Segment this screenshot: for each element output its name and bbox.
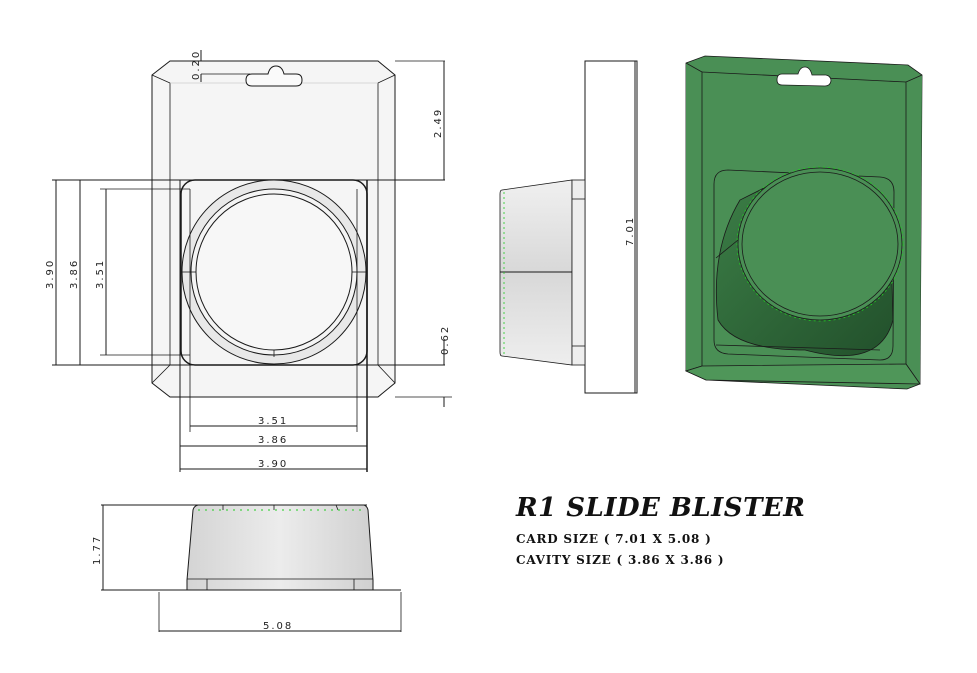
dim-3-90-horizontal: 3.90 [258, 459, 288, 470]
dim-5-08: 5.08 [263, 621, 293, 632]
iso-view [684, 55, 923, 390]
dim-3-86-vertical: 3.86 [69, 259, 80, 289]
iso-hang-hole [776, 66, 832, 87]
side-card [584, 60, 638, 394]
bottom-view [101, 504, 402, 632]
front-view [52, 50, 452, 472]
dim-3-86-horizontal: 3.86 [258, 435, 288, 446]
dim-1-77: 1.77 [92, 535, 103, 565]
dim-0-20: 0.20 [191, 50, 202, 80]
bottom-dome [186, 504, 374, 591]
drawing-title: R1 SLIDE BLISTER [516, 493, 806, 523]
dim-0-62: 0.62 [440, 325, 451, 355]
side-view [499, 60, 638, 394]
card-size-label: CARD SIZE ( 7.01 X 5.08 ) [516, 532, 712, 546]
dim-3-90-vertical: 3.90 [45, 259, 56, 289]
dim-7-01: 7.01 [625, 216, 636, 246]
dim-3-51-vertical: 3.51 [95, 259, 106, 289]
dim-3-51-horizontal: 3.51 [258, 416, 288, 427]
cavity-size-label: CAVITY SIZE ( 3.86 X 3.86 ) [516, 553, 725, 567]
dim-2-49: 2.49 [433, 108, 444, 138]
hang-hole [245, 65, 303, 87]
